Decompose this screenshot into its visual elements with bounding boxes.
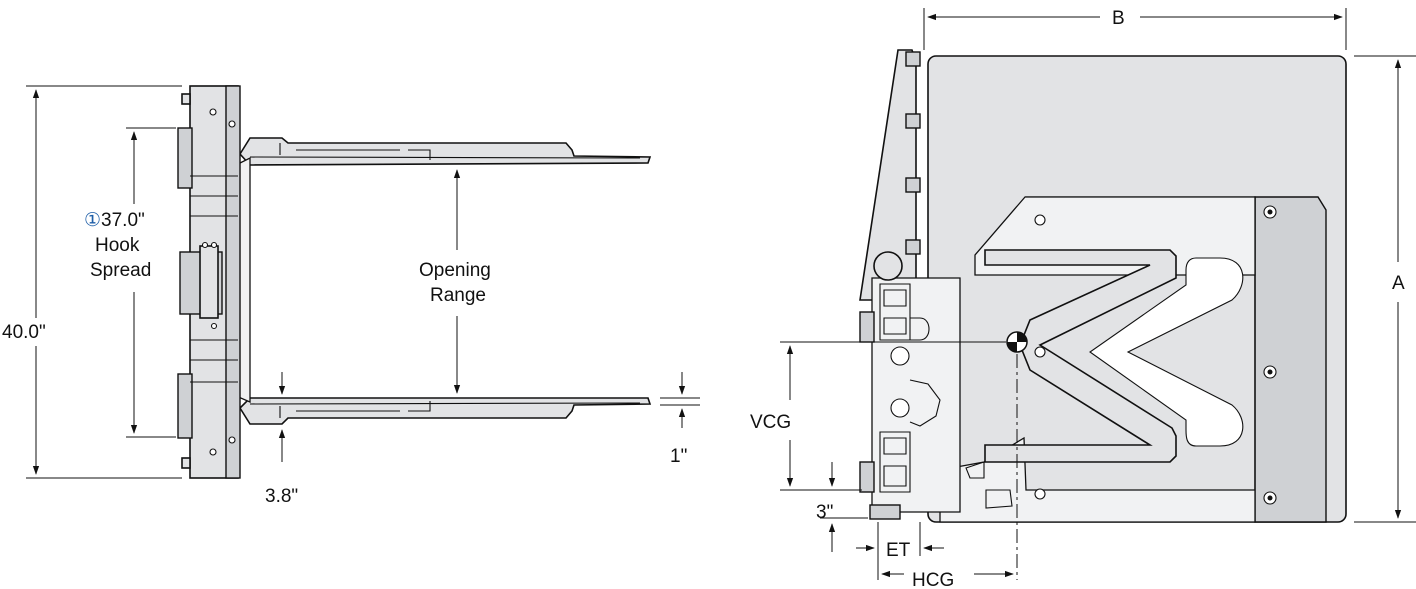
dimension-1-inch — [660, 372, 700, 428]
lower-arm — [238, 397, 652, 425]
label-HCG: HCG — [912, 570, 954, 589]
dimension-hook-spread — [126, 127, 176, 438]
dimension-A — [1354, 55, 1416, 523]
label-B: B — [1112, 8, 1125, 29]
dimension-40 — [26, 85, 182, 479]
dimension-HCG — [881, 354, 1018, 580]
label-VCG: VCG — [750, 412, 791, 433]
label-A: A — [1392, 273, 1405, 294]
label-1-inch: 1" — [670, 446, 687, 467]
label-opening: Opening — [419, 260, 491, 281]
dimension-VCG — [780, 341, 1006, 491]
upper-arm — [239, 137, 652, 166]
label-hook-spread-value: ①37.0" — [84, 210, 145, 231]
right-clamp-view — [859, 49, 1347, 523]
label-ET: ET — [886, 540, 911, 561]
dimension-3-inch — [820, 462, 868, 552]
lower-hook — [177, 373, 193, 439]
left-clamp-view — [177, 85, 652, 479]
label-range: Range — [430, 285, 486, 306]
label-hook: Hook — [95, 235, 140, 256]
dimension-ET — [856, 522, 944, 580]
upper-hook — [177, 127, 193, 189]
label-spread: Spread — [90, 260, 151, 281]
dimension-B — [923, 8, 1347, 50]
label-3-inch: 3" — [816, 502, 833, 523]
clamp-body — [871, 277, 961, 513]
label-40: 40.0" — [2, 322, 46, 343]
cog-marker — [1006, 331, 1028, 353]
label-3-8: 3.8" — [265, 486, 298, 507]
